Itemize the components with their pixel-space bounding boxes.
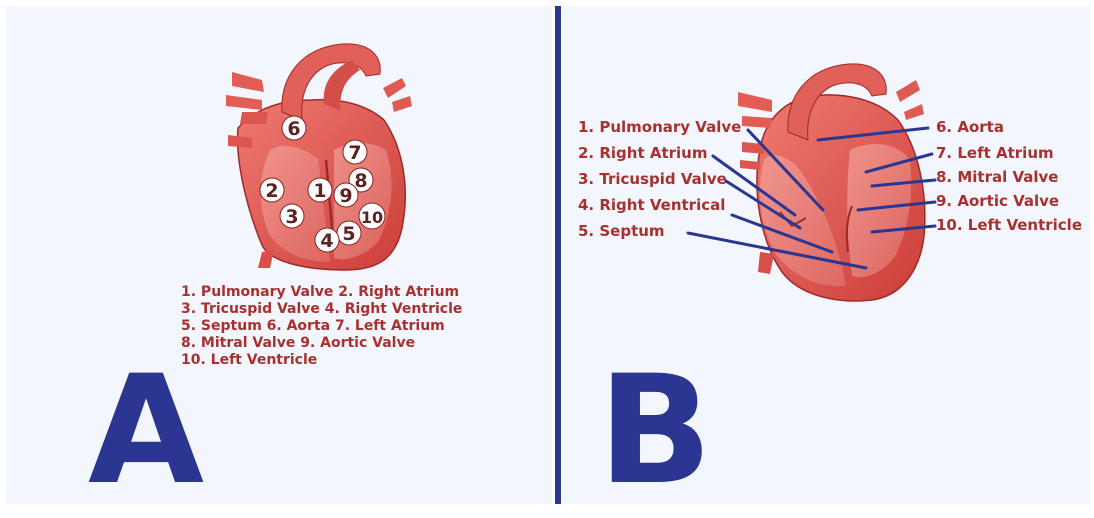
svg-text:1: 1 [313, 180, 326, 202]
marker-2: 2 [260, 178, 284, 202]
marker-10: 10 [359, 203, 385, 229]
legend-line-3: 5. Septum 6. Aorta 7. Left Atrium [181, 318, 445, 335]
label-aortic-valve: 9. Aortic Valve [936, 192, 1059, 210]
label-tricuspid-valve: 3. Tricuspid Valve [578, 170, 727, 188]
svg-text:7: 7 [348, 142, 361, 164]
marker-1: 1 [308, 178, 332, 202]
label-left-ventricle: 10. Left Ventricle [936, 216, 1082, 234]
marker-9: 9 [334, 183, 358, 207]
svg-text:9: 9 [339, 185, 352, 207]
svg-text:10: 10 [361, 208, 383, 227]
marker-4: 4 [315, 228, 339, 252]
svg-text:6: 6 [287, 118, 300, 140]
svg-text:5: 5 [342, 223, 355, 245]
label-right-atrium: 2. Right Atrium [578, 144, 708, 162]
label-left-atrium: 7. Left Atrium [936, 144, 1054, 162]
marker-6: 6 [282, 116, 306, 140]
legend-line-2: 3. Tricuspid Valve 4. Right Ventricle [181, 301, 462, 318]
label-aorta: 6. Aorta [936, 118, 1004, 136]
label-pulmonary-valve: 1. Pulmonary Valve [578, 118, 741, 136]
panel-letter-a: A [88, 356, 204, 506]
marker-5: 5 [337, 221, 361, 245]
label-mitral-valve: 8. Mitral Valve [936, 168, 1058, 186]
marker-3: 3 [280, 204, 304, 228]
panel-letter-b: B [598, 356, 712, 506]
legend-line-4: 8. Mitral Valve 9. Aortic Valve [181, 335, 415, 352]
svg-text:2: 2 [265, 180, 278, 202]
svg-text:4: 4 [320, 230, 333, 252]
svg-text:3: 3 [285, 206, 298, 228]
label-right-ventrical: 4. Right Ventrical [578, 196, 725, 214]
marker-7: 7 [343, 140, 367, 164]
label-septum: 5. Septum [578, 222, 665, 240]
legend-line-1: 1. Pulmonary Valve 2. Right Atrium [181, 284, 459, 301]
